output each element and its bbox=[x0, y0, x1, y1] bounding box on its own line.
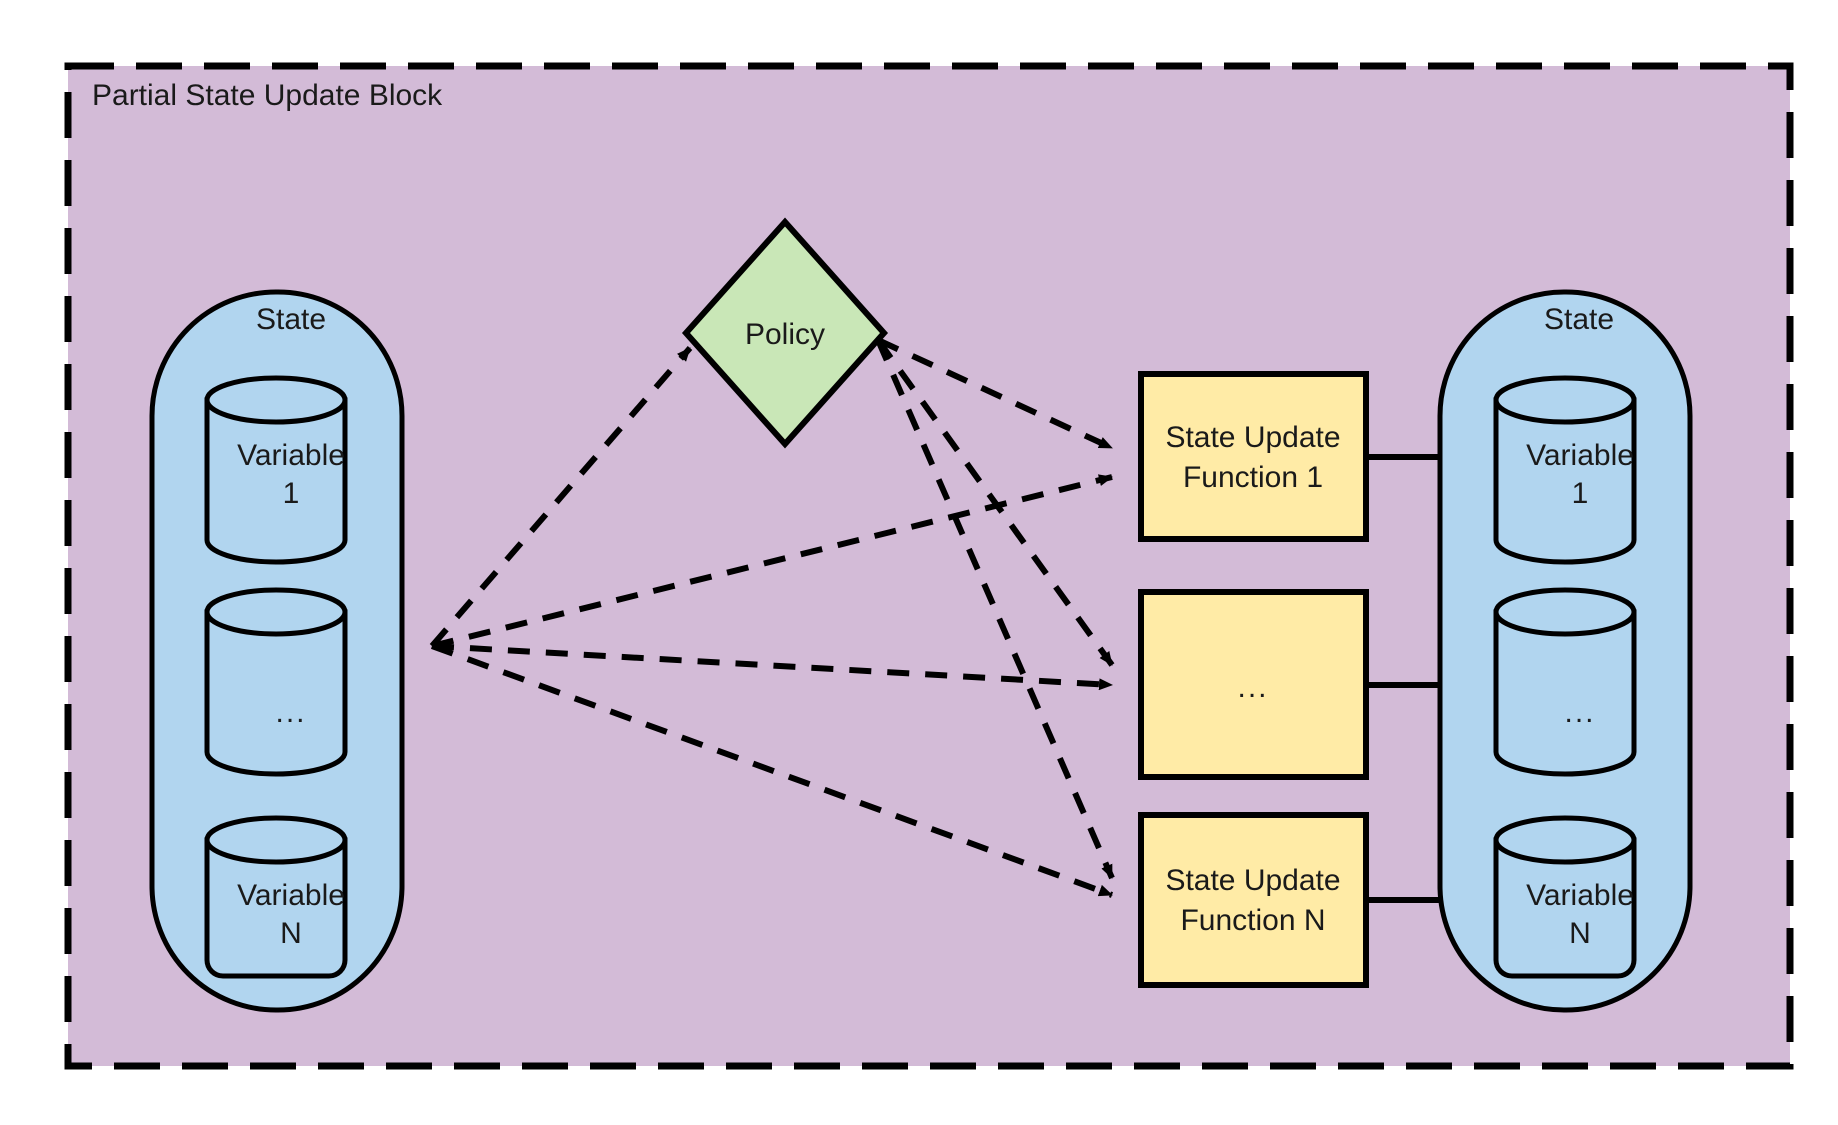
edge-state-to-function-n bbox=[430, 643, 1114, 898]
state-update-function-1-node[interactable]: State Update Function 1 bbox=[1138, 371, 1369, 542]
edge-group-policy-outgoing bbox=[875, 337, 1115, 880]
output-variable-ellipsis-cylinder: ... bbox=[1493, 587, 1637, 777]
state-update-function-n-box bbox=[1138, 812, 1369, 988]
output-variable-1-cylinder: Variable 1 bbox=[1493, 375, 1637, 565]
input-variable-1-label-line2: 1 bbox=[283, 477, 300, 510]
state-update-function-ellipsis-node[interactable]: ... bbox=[1138, 589, 1369, 780]
edge-policy-to-function-1 bbox=[876, 337, 1114, 451]
input-variable-ellipsis-label: ... bbox=[275, 696, 306, 729]
output-variable-n-label-line1: Variable bbox=[1526, 879, 1634, 912]
state-update-function-1-label-line2: Function 1 bbox=[1183, 461, 1323, 494]
input-variable-1-label-line1: Variable bbox=[237, 439, 345, 472]
state-update-function-ellipsis-box bbox=[1138, 589, 1369, 780]
output-variable-n-cylinder: Variable N bbox=[1493, 815, 1637, 979]
policy-label: Policy bbox=[745, 318, 825, 351]
output-variable-n-label-line2: N bbox=[1569, 917, 1591, 950]
output-variable-ellipsis-label: ... bbox=[1564, 696, 1595, 729]
input-variable-n-label-line1: Variable bbox=[237, 879, 345, 912]
state-update-function-1-box bbox=[1138, 371, 1369, 542]
state-update-function-n-label-line1: State Update bbox=[1165, 864, 1340, 897]
policy-node[interactable]: Policy bbox=[681, 217, 889, 449]
edge-policy-to-function-n bbox=[875, 338, 1115, 880]
output-variable-1-label-line1: Variable bbox=[1526, 439, 1634, 472]
block-title: Partial State Update Block bbox=[92, 79, 443, 112]
state-update-function-n-label-line2: Function N bbox=[1180, 904, 1325, 937]
state-update-function-n-node[interactable]: State Update Function N bbox=[1138, 812, 1369, 988]
output-variable-1-label-line2: 1 bbox=[1572, 477, 1589, 510]
policy-diamond-shape bbox=[681, 217, 889, 449]
edge-state-to-policy bbox=[429, 346, 693, 648]
input-variable-n-cylinder: Variable N bbox=[204, 815, 348, 979]
input-variable-1-cylinder: Variable 1 bbox=[204, 375, 348, 565]
state-update-function-1-label-line1: State Update bbox=[1165, 421, 1340, 454]
output-state-label: State bbox=[1544, 303, 1614, 336]
input-variable-ellipsis-cylinder: ... bbox=[204, 587, 348, 777]
input-state-label: State bbox=[256, 303, 326, 336]
state-update-function-ellipsis-label: ... bbox=[1237, 671, 1268, 704]
input-variable-n-label-line2: N bbox=[280, 917, 302, 950]
edge-policy-to-function-ellipsis bbox=[875, 338, 1115, 667]
